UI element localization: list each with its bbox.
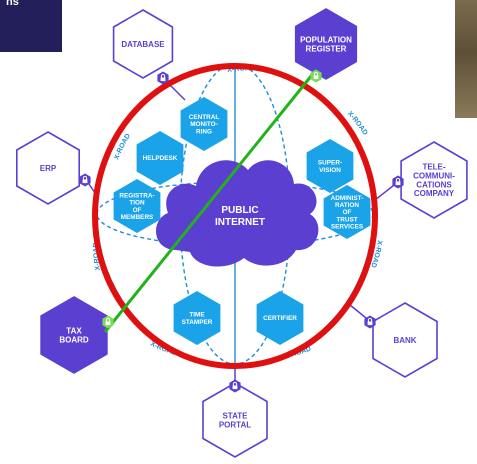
service-node-1: HELPDESK — [136, 131, 184, 185]
member-node-2: ERP — [16, 131, 80, 205]
red-highlight-ring — [92, 63, 378, 369]
lock-icon — [364, 315, 376, 329]
lock-icon — [157, 71, 169, 85]
service-node-6: CERTIFIER — [256, 291, 304, 345]
security-locks — [79, 69, 404, 393]
lock-icon — [102, 315, 114, 329]
service-label-1: HELPDESK — [143, 155, 178, 162]
lock-icon — [310, 69, 322, 83]
photo-fragment — [455, 0, 477, 118]
member-node-0: DATABASE — [112, 9, 174, 79]
dark-corner-panel: ns — [0, 0, 62, 52]
corner-text: ns — [6, 0, 19, 8]
lock-icon — [229, 379, 241, 393]
service-label-6: CERTIFIER — [263, 315, 297, 322]
member-label-0: DATABASE — [121, 40, 165, 49]
member-label-2: ERP — [40, 164, 57, 173]
x-road-label-top: X-ROAD — [227, 65, 255, 74]
service-label-2: SUPER-VISION — [318, 160, 342, 174]
service-node-2: SUPER-VISION — [306, 139, 354, 193]
member-node-5: BANK — [372, 302, 438, 378]
green-connection-line — [103, 69, 318, 333]
lock-icon — [79, 173, 91, 187]
lock-icon — [392, 175, 404, 189]
member-label-5: BANK — [393, 336, 416, 345]
